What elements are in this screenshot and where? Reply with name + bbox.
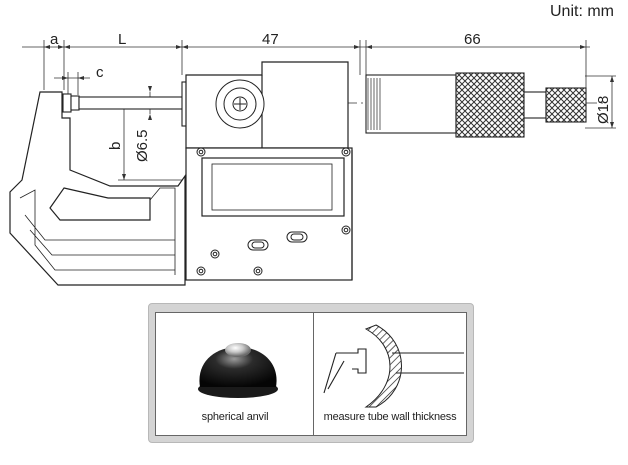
unit-label: Unit: mm: [550, 3, 614, 20]
dim-18-label: Ø18: [595, 96, 612, 124]
dim-c-label: c: [96, 64, 104, 81]
inset-panel: spherical anvil measure tube wall thickn…: [148, 303, 474, 443]
tube-wall-box: measure tube wall thickness: [313, 312, 467, 436]
spherical-anvil-image: [198, 343, 278, 398]
lock-knob: [215, 79, 265, 129]
micrometer-drawing: a L 47 66 c b Ø6.5 Ø18: [9, 31, 616, 286]
body-screws: [196, 147, 351, 276]
thimble: [365, 72, 587, 138]
spherical-anvil-caption: spherical anvil: [201, 411, 269, 423]
tube-wall-image: [323, 324, 464, 408]
spherical-anvil-box: spherical anvil: [155, 312, 315, 436]
dim-b-label: b: [107, 142, 124, 150]
dim-6.5-label: Ø6.5: [134, 129, 151, 162]
dim-47-label: 47: [262, 31, 279, 48]
micrometer-body: [185, 61, 353, 281]
micrometer-frame: [9, 91, 186, 286]
dim-66-label: 66: [464, 31, 481, 48]
dim-L-label: L: [118, 31, 126, 48]
dim-a-label: a: [50, 31, 59, 48]
tube-wall-caption: measure tube wall thickness: [323, 411, 457, 423]
body-buttons: [247, 231, 308, 251]
